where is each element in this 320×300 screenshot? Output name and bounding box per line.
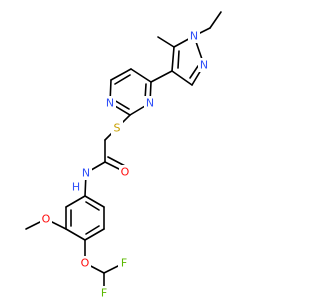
atom-label-n-pyrazole-2: N [200,59,208,72]
bond-benzene-4-5 [84,228,105,241]
bond-pyrazole-c5-c4-inner [177,50,180,69]
bond-pyrimidine-c5-c6-inner [114,74,131,85]
atom-label-n-pyrimidine-bottom: N [146,97,154,110]
bond-pyrazole-c4-c3 [171,70,193,86]
bond-benzene-4-5-inner [85,225,100,235]
atom-background-n-pyrimidine-top [104,96,116,110]
atom-background-n-pyrimidine-bottom [144,96,156,110]
atom-label-n-pyrimidine-top: N [106,97,114,110]
atom-background-n-pyrazole-2 [198,58,210,72]
bond-pyrazole-pyrimidine [150,70,173,83]
atom-background-o-carbonyl [119,165,131,179]
atom-background-o-methoxy [40,212,52,226]
atom-label-o-carbonyl: O [121,166,130,179]
bond-methyl [157,36,175,48]
atom-label-f-left: F [101,287,107,300]
bond-pyrazole-c5-c4 [171,46,175,72]
bond-benzene-6-1 [84,195,105,208]
bond-layer [25,11,222,294]
atom-label-n-ethyl-pyrazole: N [190,30,198,43]
atom-label-f-right: F [121,257,127,270]
atom-background-n-amide [80,166,92,180]
bond-benzene-3-4 [65,228,86,241]
bond-pyrimidine-n1-c2-inner [113,99,130,110]
atom-background-o-difluoromethoxy [79,256,91,270]
atom-label-n-amide: N [82,167,90,180]
atom-label-o-difluoromethoxy: O [81,257,90,270]
atom-label-s-thioether: S [114,122,121,135]
bond-ethyl-ch3 [209,11,222,29]
bond-benzene-6-1-inner [85,201,100,211]
atom-label-h-amide: H [72,181,80,194]
bond-benzene-1-2 [65,195,86,208]
atom-background-f-left [98,286,110,300]
bond-pyrimidine-c4-c5 [130,68,152,83]
atom-background-f-right [118,256,130,270]
atom-label-o-methoxy: O [42,213,51,226]
atom-background-s-thioether [111,121,123,135]
bond-pyrimidine-c5-c6 [110,68,132,81]
bond-pyrazole-c3-n2-inner [189,65,199,79]
atom-background-n-ethyl-pyrazole [188,29,200,43]
